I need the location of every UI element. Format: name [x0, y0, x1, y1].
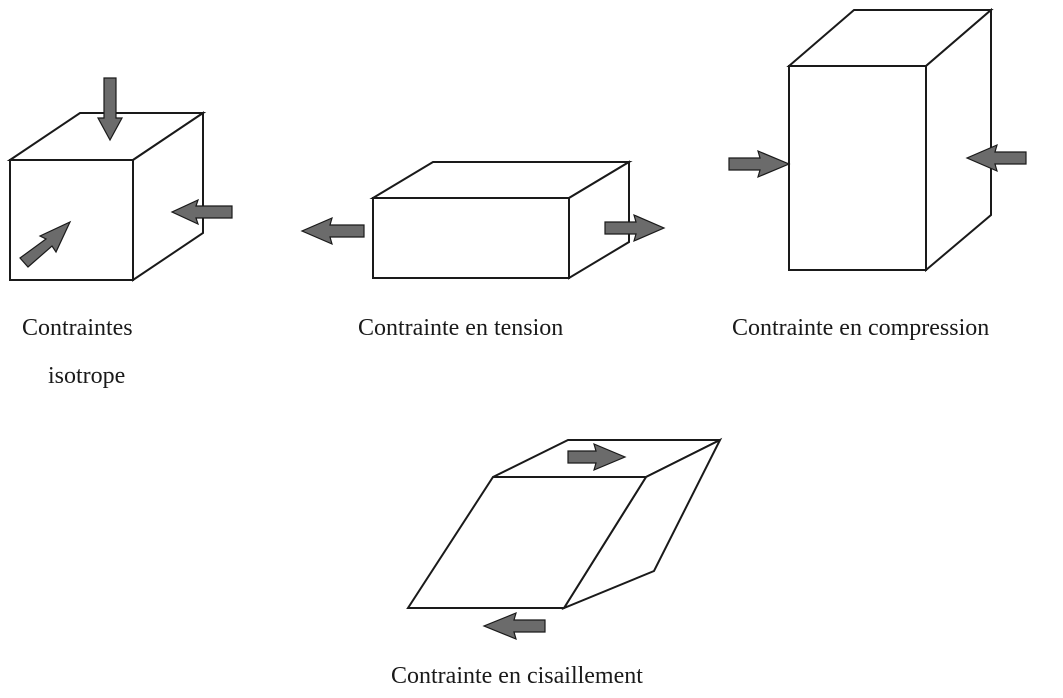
compression-right-arrow: [965, 143, 1027, 173]
compression-box: [786, 7, 994, 273]
shear-front-face: [406, 476, 648, 609]
tension-left-arrow: [300, 216, 365, 246]
tension-right-arrow: [604, 213, 666, 243]
tension-front-face: [372, 197, 570, 279]
isotropic-diagonal-arrow: [19, 220, 72, 268]
isotropic-side-arrow: [170, 198, 233, 226]
shear-bottom-arrow: [482, 611, 546, 641]
compression-caption: Contrainte en compression: [732, 315, 990, 341]
compression-front-face: [788, 65, 927, 271]
shear-box: [406, 437, 723, 611]
tension-caption: Contrainte en tension: [358, 315, 564, 341]
shear-caption: Contrainte en cisaillement: [391, 663, 643, 689]
isotropic-caption-line1: Contraintes: [22, 315, 133, 341]
tension-box: [369, 160, 633, 280]
shear-top-arrow: [567, 442, 627, 472]
compression-left-arrow: [728, 149, 791, 179]
isotropic-caption-line2: isotrope: [48, 363, 126, 389]
isotropic-down-arrow: [96, 77, 124, 142]
